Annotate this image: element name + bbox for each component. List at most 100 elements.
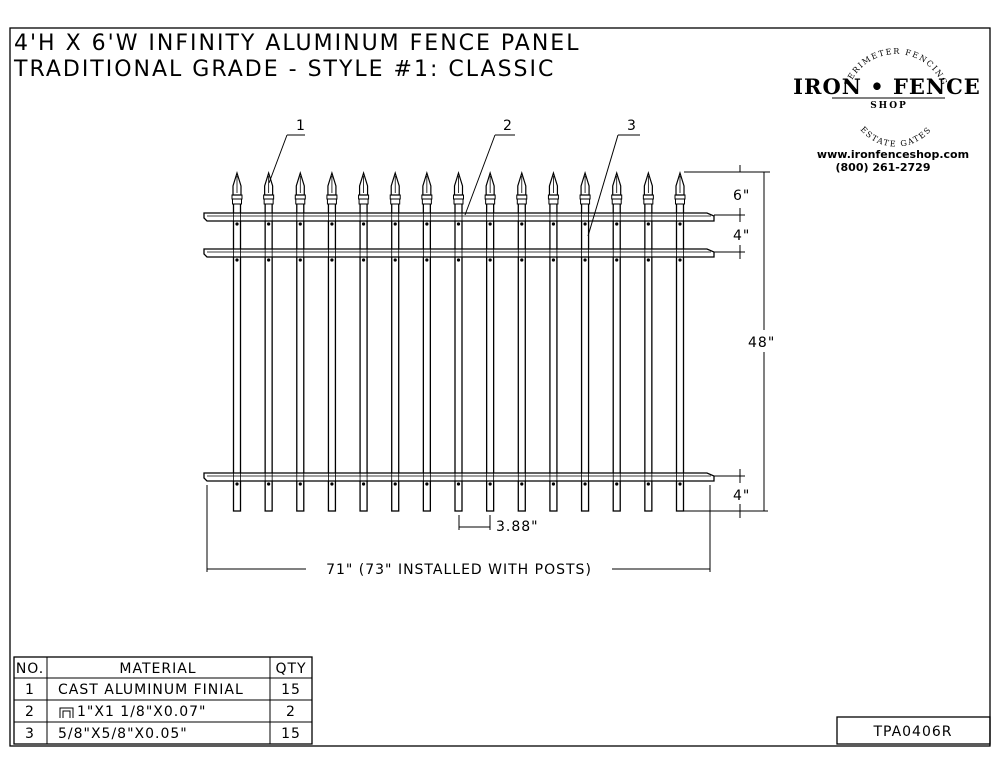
bom-header-material: MATERIAL <box>119 661 196 677</box>
rivet <box>425 482 429 486</box>
picket <box>644 195 653 512</box>
bom-row-2-qty: 2 <box>286 704 296 720</box>
rivet <box>393 258 397 262</box>
bom-row-1-no: 1 <box>25 682 35 698</box>
bom-row-2-no: 2 <box>25 704 35 720</box>
picket <box>485 195 495 512</box>
bom-row-3-material: 5/8"X5/8"X0.05" <box>58 726 188 742</box>
picket <box>359 195 368 512</box>
rivet <box>678 258 682 262</box>
rivet <box>520 482 524 486</box>
dim-height: 48" <box>748 335 775 351</box>
finial-collar <box>611 198 622 205</box>
rivet <box>298 222 302 226</box>
sheet-border <box>9 27 991 747</box>
bom-header-no: NO. <box>16 661 44 677</box>
picket <box>422 195 432 512</box>
rivet <box>678 482 682 486</box>
rivet <box>488 482 492 486</box>
finial-collar <box>516 198 527 205</box>
part-number: TPA0406R <box>872 724 952 740</box>
title-line-2: TRADITIONAL GRADE - STYLE #1: CLASSIC <box>13 57 555 82</box>
rivet <box>361 482 366 486</box>
rail <box>203 472 715 482</box>
rivet <box>646 222 650 226</box>
rivet <box>267 222 271 226</box>
bom-row-1-qty: 15 <box>281 682 301 698</box>
rivet <box>393 222 397 226</box>
picket <box>264 195 273 512</box>
finial-collar <box>326 198 337 205</box>
callout-1-arrow <box>268 134 288 184</box>
rivet <box>298 482 302 486</box>
company-logo: PERIMETER FENCING IRON • FENCE SHOP ESTA… <box>793 47 981 174</box>
rivet <box>425 258 429 262</box>
logo-website: www.ironfenceshop.com <box>817 148 969 161</box>
fence-panel-drawing <box>203 170 715 512</box>
bom-header-qty: QTY <box>275 661 306 677</box>
finial-collar <box>453 198 464 205</box>
callout-1-label: 1 <box>296 118 306 134</box>
rivet <box>361 258 366 262</box>
rivet <box>267 482 271 486</box>
dim-top-gap: 6" <box>733 188 750 204</box>
callout-1: 1 <box>268 118 306 184</box>
finial-collar <box>295 198 306 205</box>
rivet <box>393 482 397 486</box>
rivet <box>583 222 587 226</box>
dim-bottom-gap: 4" <box>733 488 750 504</box>
picket <box>391 195 400 512</box>
callout-2: 2 <box>464 118 515 216</box>
rivet <box>361 222 366 226</box>
rivet <box>551 482 556 486</box>
part-number-box: TPA0406R <box>836 716 991 745</box>
bom-row-3-qty: 15 <box>281 726 301 742</box>
callout-2-label: 2 <box>503 118 513 134</box>
picket <box>454 195 463 512</box>
callout-3-arrow <box>587 134 619 237</box>
rivet <box>551 222 556 226</box>
picket <box>580 195 590 512</box>
rivet <box>235 482 239 486</box>
rail <box>203 248 715 258</box>
picket <box>549 195 558 512</box>
rivet <box>235 222 239 226</box>
rivet <box>646 258 650 262</box>
bom-table: NO. MATERIAL QTY 1 CAST ALUMINUM FINIAL … <box>13 656 313 745</box>
callout-3: 3 <box>587 118 640 237</box>
rivet <box>646 482 650 486</box>
finial-collar <box>580 198 591 205</box>
rivet <box>520 222 524 226</box>
finial-collar <box>358 198 369 205</box>
rivet <box>583 258 587 262</box>
picket <box>296 195 305 512</box>
dim-width: 71" (73" INSTALLED WITH POSTS) <box>326 562 592 578</box>
finial-collar <box>675 198 685 205</box>
vertical-dimensions: 6" 4" 48" 4" <box>684 165 775 518</box>
bom-row-3-no: 3 <box>25 726 35 742</box>
width-dimension: 71" (73" INSTALLED WITH POSTS) <box>206 485 711 578</box>
logo-brand: IRON • FENCE <box>793 74 981 99</box>
bom-row-2-material: 1"X1 1/8"X0.07" <box>77 704 206 720</box>
channel-profile-icon <box>59 707 74 718</box>
rivet <box>298 258 302 262</box>
rivet <box>615 482 619 486</box>
dim-rail-gap: 4" <box>733 228 750 244</box>
finial-collar <box>421 198 432 205</box>
rivet <box>551 258 556 262</box>
picket <box>517 195 526 512</box>
title-line-1: 4'H X 6'W INFINITY ALUMINUM FENCE PANEL <box>14 31 580 56</box>
picket <box>232 195 242 512</box>
dim-picket-spacing: 3.88" <box>496 519 539 535</box>
rivet <box>330 258 334 262</box>
picket-spacing-dimension: 3.88" <box>458 515 539 535</box>
finial-collar <box>263 198 274 205</box>
logo-sub: SHOP <box>870 101 908 111</box>
rivet <box>330 482 334 486</box>
finial-collar <box>643 198 654 205</box>
picket <box>675 195 685 512</box>
logo-phone: (800) 261-2729 <box>836 161 931 174</box>
rivet <box>456 222 461 226</box>
rivet <box>615 258 619 262</box>
